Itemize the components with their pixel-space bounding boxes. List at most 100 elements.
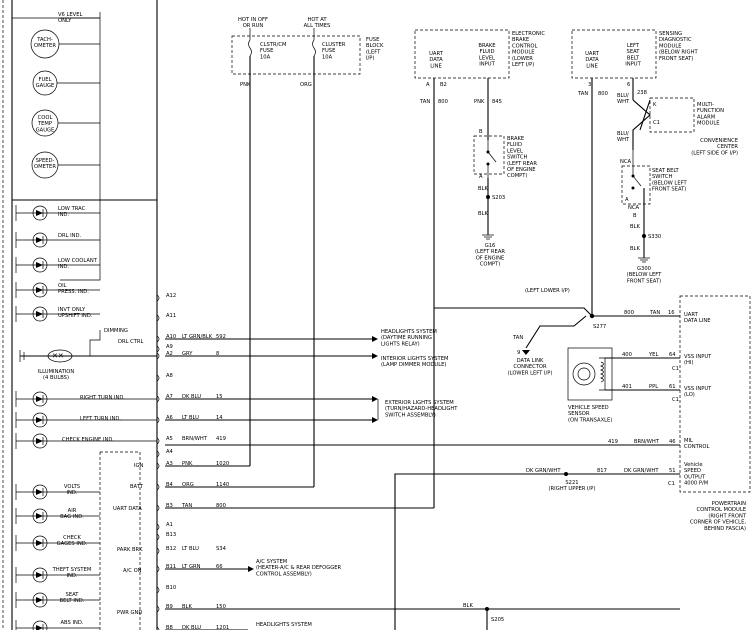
drl-ctrl-label: DRL CTRL xyxy=(118,339,144,345)
pcm-c1b: C1 xyxy=(672,397,679,403)
speedometer-gauge: SPEED-OMETER xyxy=(31,151,100,179)
pin-num-18: 150 xyxy=(216,604,226,610)
mil-n419: 419 xyxy=(608,439,618,445)
indicator-lamp-4 xyxy=(32,306,48,322)
sb-a: A xyxy=(625,197,629,203)
turn-lamp-0 xyxy=(32,391,48,407)
vso-p51: 51 xyxy=(669,468,676,474)
pin-wire-19: DK BLU xyxy=(182,625,201,630)
batt-label: BATT xyxy=(130,484,144,490)
illumination-label: ILLUMINATION(4 BULBS) xyxy=(38,369,75,381)
indicator-lamp-0 xyxy=(32,205,48,221)
ebcm-pin-a: A xyxy=(426,82,430,88)
mil-p46: 46 xyxy=(669,439,676,445)
pin-wire-18: BLK xyxy=(182,604,192,610)
pin-wire-12: TAN xyxy=(181,503,192,509)
pin-2: A10 xyxy=(166,334,176,340)
lower-lamp-3 xyxy=(32,567,48,583)
pin-11: B4 xyxy=(166,482,174,488)
pin-0: A12 xyxy=(166,293,176,299)
bfls-splice: S203 xyxy=(492,195,505,201)
indicator-lamp-1 xyxy=(32,232,48,248)
pin-12: B3 xyxy=(166,503,173,509)
pin-wire-16: LT GRN xyxy=(182,564,201,570)
ac-on-label: A/C ON xyxy=(123,568,142,574)
pcm-vss-lo: VSS INPUT(LO) xyxy=(684,386,712,398)
pin-3: A9 xyxy=(166,344,173,350)
pin-wire-11: ORG xyxy=(182,482,194,488)
turn-lamp-1 xyxy=(32,412,48,428)
sb-nca: NCA xyxy=(620,159,632,165)
pin-9: A4 xyxy=(166,449,174,455)
vss-p64: 64 xyxy=(669,352,676,358)
pin-15: B12 xyxy=(166,546,176,552)
tachometer-label: TACH-OMETER xyxy=(34,37,56,49)
sb-b: B xyxy=(633,213,637,219)
ebcm-n2: 845 xyxy=(492,99,502,105)
fuse-to-cluster-wires xyxy=(165,308,435,509)
vss-n401: 401 xyxy=(622,384,632,390)
vss-ppl: PPL xyxy=(649,384,658,390)
sdm-n2: 238 xyxy=(637,90,647,96)
mil-brnwht: BRN/WHT xyxy=(634,439,660,445)
indicator-lamp-2 xyxy=(32,257,48,273)
pin-wire-10: PNK xyxy=(182,461,193,467)
sb-nca2: NCA xyxy=(628,205,640,211)
bfls-wire: BLK xyxy=(478,186,488,192)
dlc-tan: TAN xyxy=(512,335,523,341)
fuse-wire2: ORG xyxy=(300,82,312,88)
vss-n400: 400 xyxy=(622,352,632,358)
pin-8: A5 xyxy=(166,436,173,442)
cluster-inner-labels: DIMMING DRL CTRL IGN BATT UART DATA PARK… xyxy=(89,328,144,630)
pin-18: B9 xyxy=(166,604,173,610)
pcm-pin16: 16 xyxy=(668,310,675,316)
sb-wire: BLU/WHT xyxy=(617,131,630,143)
pin-14: B13 xyxy=(166,532,176,538)
pin-num-8: 419 xyxy=(216,436,226,442)
output-interior-lights: INTERIOR LIGHTS SYSTEM(LAMP DIMMER MODUL… xyxy=(381,356,448,368)
turn-indicators: RIGHT TURN IND.LEFT TURN IND.CHECK ENGIN… xyxy=(15,391,157,449)
park-brk-label: PARK BRK xyxy=(117,547,143,553)
sdm-w2: BLU/WHT xyxy=(617,93,630,105)
turn-label-0: RIGHT TURN IND. xyxy=(80,395,125,401)
sdm-pin1: 3 xyxy=(588,82,591,88)
output-headlights: HEADLIGHTS SYSTEM xyxy=(256,622,312,628)
bfls-wire2: BLK xyxy=(478,211,488,217)
w800-label: 800 xyxy=(624,310,634,316)
illumination-bulbs: ✕✕ ILLUMINATION(4 BULBS) xyxy=(19,349,157,381)
lower-lamp-1 xyxy=(32,508,48,524)
fuse-wire1: PNK xyxy=(240,82,251,88)
pin-num-19: 1201 xyxy=(216,625,229,630)
